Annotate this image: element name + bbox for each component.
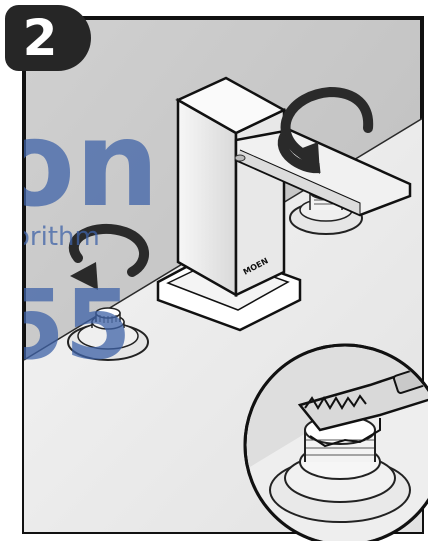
- step-badge: 2: [5, 5, 91, 71]
- step-number: 2: [5, 9, 75, 67]
